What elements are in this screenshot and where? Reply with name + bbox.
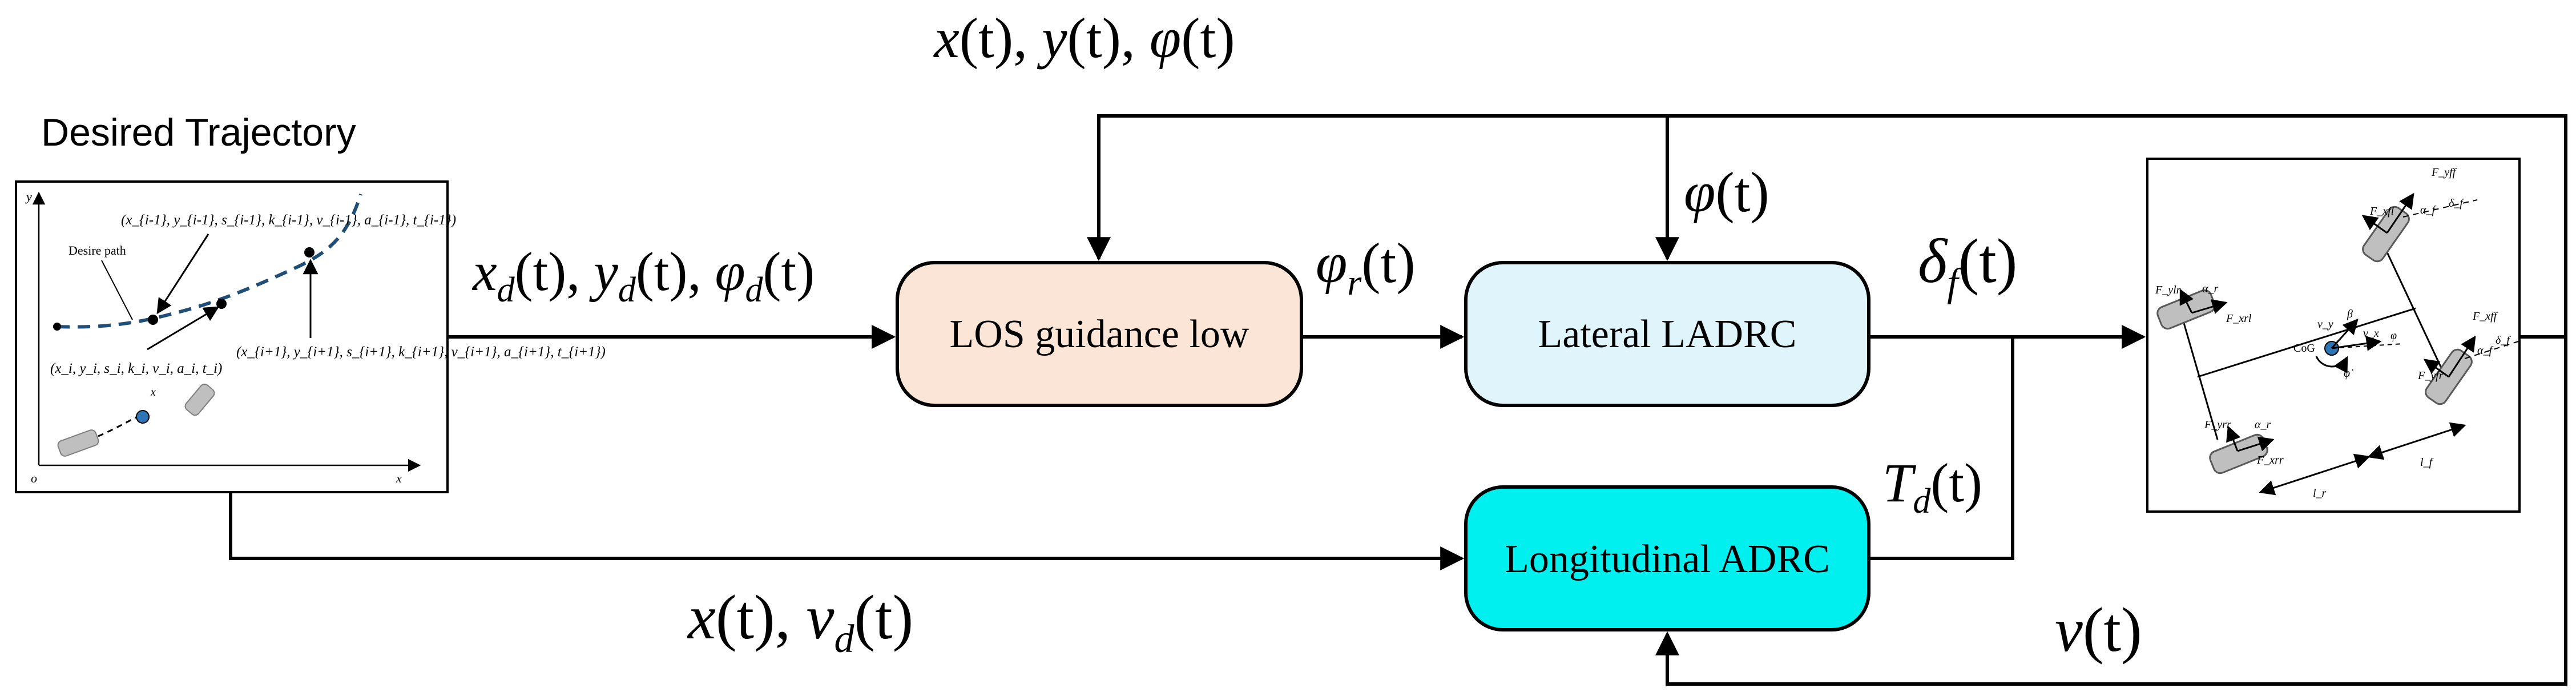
trajectory-origin-label: o [31,471,37,485]
label-v-x: v_x [2363,327,2379,340]
lateral-ladrc-box [1464,261,1870,407]
force-rear-left-x [2191,299,2228,314]
heading-dash [2331,343,2404,349]
los-guidance-block: LOS guidance low [896,261,1303,407]
label-phi-angle: φ [2390,329,2397,342]
los-guidance-label: LOS guidance low [950,312,1249,356]
vehicle-small-icon [57,429,99,457]
point-next-label: (x_{i+1}, y_{i+1}, s_{i+1}, k_{i+1}, v_{… [236,344,606,360]
force-front-right-x [2448,335,2476,377]
dimension-l-r [2259,453,2371,496]
label-F-ylr: F_ylr [2155,284,2181,296]
point-prev-arrow [156,234,209,315]
label-alpha-f-right: α_f [2477,344,2493,357]
desired-signal-label: xd(t), yd(t), φd(t) [471,241,815,309]
front-left-dash [2402,199,2478,218]
label-l-r: l_r [2313,487,2327,500]
force-front-left-x [2386,192,2414,234]
label-v-y: v_y [2317,318,2333,331]
phi-ref-label: φr(t) [1316,231,1416,303]
los-guidance-box [896,261,1303,407]
point-i [148,315,158,325]
desire-path-pointer [101,260,133,320]
label-alpha-f-top: α_f [2420,204,2436,216]
yaw-rate-arc [2315,356,2348,373]
point-i-minus-1 [304,247,315,258]
label-l-f: l_f [2420,456,2434,469]
longitudinal-adrc-label: Longitudinal ADRC [1505,537,1830,581]
vehicle-model-panel: F_ylr F_xrl α_r F_yrr F_xrr α_r F_yff F_… [2146,158,2521,513]
label-F-yfr: F_yfr [2417,369,2444,382]
point-cur-label: (x_i, y_i, s_i, k_i, v_i, a_i, t_i) [50,361,222,376]
line-feedback-top [1087,114,2567,339]
torque-label: Td(t) [1882,452,1982,521]
line-longitudinal-to-junction [1869,337,2014,560]
label-cog: CoG [2293,342,2315,355]
vehicle-small-icon-2 [184,383,215,416]
longitudinal-adrc-block: Longitudinal ADRC [1464,485,1870,631]
path-start-point [53,323,61,331]
label-F-xfl: F_xfl [2369,205,2394,218]
line-feedback-velocity [1655,337,2567,686]
velocity-feedback-label: v(t) [2055,595,2142,665]
label-F-yff: F_yff [2431,166,2457,179]
desired-trajectory-panel: Desired Trajectory y x o Desire path (x_… [15,111,606,493]
line-trajectory-to-longitudinal [229,492,1465,570]
point-cur-arrow [147,306,220,351]
steer-angle-label: δf(t) [1918,226,2017,305]
label-delta-f-right: δ_f [2496,334,2511,347]
rear-axle-line [2179,311,2219,440]
force-rear-left-y [2179,288,2194,313]
label-F-xrl: F_xrl [2226,312,2252,325]
phi-feedback-label: φ(t) [1684,160,1769,224]
label-F-xff: F_xff [2472,310,2498,323]
lateral-ladrc-block: Lateral LADRC [1464,261,1870,407]
desire-path-label: Desire path [68,243,126,258]
chassis-centerline [2197,307,2416,378]
vehicle-model-frame [2146,158,2521,513]
label-alpha-r-top: α_r [2202,283,2218,295]
point-i-plus-1 [216,299,227,309]
label-F-xrr: F_xrr [2256,454,2284,466]
trajectory-axis-y-label: y [25,190,32,204]
vehicle-small-cog-icon [136,410,150,424]
dimension-l-f [2367,422,2466,460]
label-beta: β [2347,308,2353,320]
feedback-top-label: x(t), y(t), φ(t) [933,6,1235,70]
label-F-yrr: F_yrr [2204,419,2231,431]
force-rear-right-y [2226,425,2241,452]
force-rear-right-x [2237,436,2275,452]
longitudinal-input-label: x(t), vd(t) [687,582,913,661]
point-prev-label: (x_{i-1}, y_{i-1}, s_{i-1}, k_{i-1}, v_{… [121,212,456,228]
force-front-left-y [2361,215,2388,234]
lateral-ladrc-label: Lateral LADRC [1538,312,1797,356]
force-front-right-y [2423,359,2449,378]
label-delta-f-top: δ_f [2449,197,2464,210]
desire-path-curve [57,194,362,329]
velocity-vector [2331,318,2359,349]
signal-lines [229,114,2567,686]
trajectory-title: Desired Trajectory [41,111,356,154]
trajectory-axis-x-label: x [396,471,402,485]
small-x-label: x [150,386,156,399]
velocity-x-vector [2331,336,2382,351]
label-alpha-r-bottom: α_r [2255,419,2271,431]
